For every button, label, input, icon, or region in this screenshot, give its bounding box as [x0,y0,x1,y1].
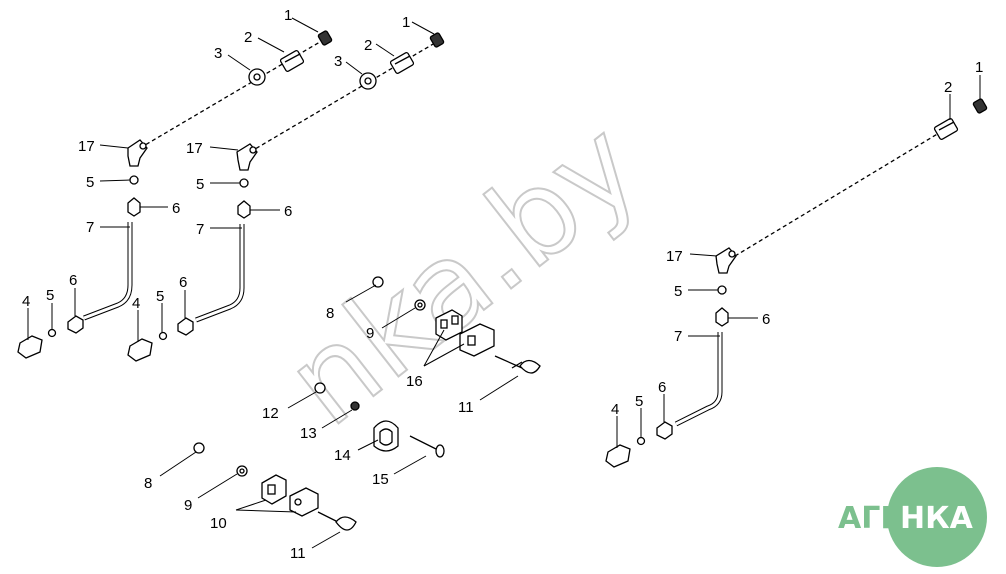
threaded-fitting [279,50,305,72]
callout-1: 1 [284,7,292,24]
callout-3: 3 [214,45,222,62]
callout-14: 14 [334,447,351,464]
callout-3: 3 [334,53,342,70]
clamp-half [289,487,319,517]
callout-10: 10 [210,515,227,532]
threaded-fitting [933,118,959,140]
callout-4: 4 [22,293,30,310]
assembly-middle [127,21,445,362]
callout-5-lower: 5 [635,393,643,410]
callout-11: 11 [458,399,474,416]
callout-6-lower: 6 [69,272,77,289]
callout-4: 4 [611,401,619,418]
washer [717,285,727,295]
callout-1: 1 [402,14,410,31]
callout-6-lower: 6 [179,274,187,291]
callout-13: 13 [300,425,317,442]
elbow-fitting [127,139,148,167]
callout-16: 16 [406,373,423,390]
clamp-half [459,323,495,357]
tube-nut [127,197,141,217]
labels-lower: 8 9 10 11 [144,475,306,562]
tube [674,332,723,427]
callout-7: 7 [674,328,682,345]
callout-1: 1 [975,59,983,76]
tube-nut-lower [177,317,194,336]
labels-center: 8 9 16 11 12 13 14 15 [262,305,474,488]
carriage-bolt [519,359,541,374]
washer-lower [158,331,168,341]
callout-8: 8 [144,475,152,492]
nut [314,382,326,394]
logo-circle [887,467,987,567]
callout-6-lower: 6 [658,379,666,396]
grease-nipple [317,30,333,46]
washer-lower [47,328,57,338]
nut [372,276,384,288]
carriage-bolt [335,516,357,531]
lube-fitting [17,335,43,359]
washer-lower [636,436,646,446]
washer [350,401,360,411]
elbow-fitting [715,247,737,274]
callout-9: 9 [184,497,192,514]
washer [239,178,249,188]
labels-right: 1 2 17 5 6 7 4 5 6 [611,59,983,418]
elbow-fitting [236,143,258,171]
nut [359,72,377,90]
callout-6: 6 [762,311,770,328]
labels-middle: 1 2 3 17 5 6 7 4 5 6 [132,14,410,312]
nut [193,442,205,454]
callout-2: 2 [244,29,252,46]
callout-9: 9 [366,325,374,342]
callout-6: 6 [172,200,180,217]
callout-7: 7 [196,221,204,238]
washer [129,175,139,185]
tube-nut [237,200,251,219]
callout-5-lower: 5 [46,287,54,304]
threaded-fitting [389,52,415,74]
bracket-assembly [287,276,541,475]
labels-left: 1 2 3 17 5 6 7 4 5 6 [22,7,292,310]
callout-17: 17 [186,140,203,157]
grease-nipple [972,98,988,114]
callout-2: 2 [944,79,952,96]
logo-text-right: НКА [900,501,974,536]
tube-nut-lower [656,421,673,440]
callout-15: 15 [372,471,389,488]
logo-text-left: АГРО [838,501,928,536]
grease-nipple [429,32,445,48]
callout-12: 12 [262,405,279,422]
callout-5: 5 [674,283,682,300]
callout-2: 2 [364,37,372,54]
callout-5: 5 [86,174,94,191]
tube-nut [715,307,729,327]
callout-4: 4 [132,295,140,312]
callout-5-lower: 5 [156,288,164,305]
lube-fitting [605,444,631,468]
callout-8: 8 [326,305,334,322]
agronka-logo: АГРО НКА [838,467,987,567]
lube-fitting [127,338,153,362]
tube-nut-lower [67,315,84,334]
assembly-right [605,75,988,468]
assembly-left [17,17,333,359]
callout-5: 5 [196,176,204,193]
callout-17: 17 [78,138,95,155]
lower-bracket-assembly [159,442,357,549]
nut [248,68,266,86]
callout-6: 6 [284,203,292,220]
callout-11: 11 [290,545,306,562]
callout-7: 7 [86,219,94,236]
callout-17: 17 [666,248,683,265]
